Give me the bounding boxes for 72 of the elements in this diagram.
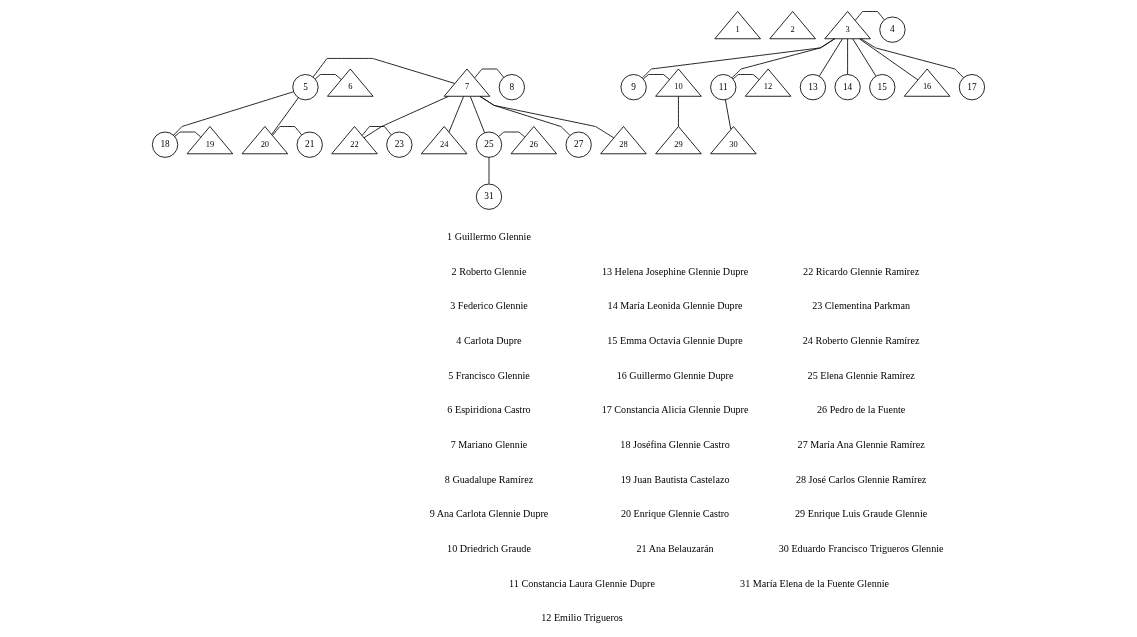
connector	[860, 38, 964, 79]
connector	[174, 131, 202, 138]
label: 27 María Ana Glennie Ramírez	[797, 438, 925, 450]
label: 17 Constancia Alicia Glennie Dupre	[601, 404, 749, 416]
connector	[819, 38, 843, 77]
connector	[479, 95, 615, 139]
label: 2 Roberto Glennie	[451, 265, 527, 277]
node-circle: 23	[386, 131, 413, 158]
connector	[469, 96, 485, 133]
label: 7 Mariano Glennie	[450, 438, 528, 450]
node-circle: 31	[475, 183, 503, 210]
connector	[854, 11, 885, 21]
connector	[725, 99, 732, 130]
label: 9 Ana Carlota Glennie Dupre	[429, 508, 549, 520]
label: 30 Eduardo Francisco Trigueros Glennie	[778, 543, 944, 555]
connector	[314, 74, 342, 80]
connector	[498, 131, 526, 138]
node-circle: 21	[296, 131, 323, 158]
connector	[272, 126, 302, 136]
label: 4 Carlota Dupre	[456, 334, 522, 346]
node-circle: 4	[879, 16, 906, 43]
connector	[643, 74, 670, 80]
node-circle: 13	[799, 74, 827, 101]
label: 16 Guillermo Glennie Dupre	[616, 369, 734, 381]
connector	[363, 95, 449, 139]
node-circle: 11	[710, 74, 737, 101]
node-circle: 5	[292, 74, 319, 101]
label: 8 Guadalupe Ramírez	[444, 473, 534, 485]
connector	[474, 68, 505, 79]
connector	[488, 157, 490, 185]
label: 10 Driedrich Graude	[447, 543, 531, 555]
node-circle: 9	[620, 74, 647, 101]
connector	[312, 58, 456, 84]
connector	[731, 38, 836, 79]
connector	[642, 38, 836, 79]
node-circle: 25	[475, 131, 503, 158]
connector	[361, 126, 392, 136]
label: 29 Enrique Luis Graude Glennie	[795, 508, 928, 520]
connector	[173, 91, 294, 136]
label: 1 Guillermo Glennie	[447, 230, 531, 242]
connector	[448, 96, 464, 133]
connector	[732, 74, 760, 80]
label: 31 María Elena de la Fuente Glennie	[740, 577, 890, 589]
label: 6 Espiridiona Castro	[447, 404, 531, 416]
label: 21 Ana Belauzarán	[636, 543, 714, 555]
label: 20 Enrique Glennie Castro	[620, 508, 730, 520]
label: 11 Constancia Laura Glennie Dupre	[509, 577, 655, 589]
node-circle: 18	[151, 131, 179, 158]
node-circle: 17	[958, 74, 986, 101]
connector	[852, 38, 877, 77]
node-circle: 8	[498, 74, 525, 101]
label: 28 José Carlos Glennie Ramírez	[795, 473, 927, 485]
label: 24 Roberto Glennie Ramírez	[802, 334, 920, 346]
connector	[678, 96, 679, 127]
label: 22 Ricardo Glennie Ramírez	[803, 265, 920, 277]
label: 3 Federico Glennie	[450, 300, 528, 312]
connector	[859, 38, 919, 81]
node-circle: 14	[834, 74, 861, 101]
label: 5 Francisco Glennie	[448, 369, 530, 381]
connector	[847, 38, 849, 75]
label: 15 Emma Octavia Glennie Dupre	[607, 334, 743, 346]
label: 18 Joséfina Glennie Castro	[620, 438, 730, 450]
label: 14 María Leonida Glennie Dupre	[607, 300, 743, 312]
node-circle: 15	[869, 74, 896, 101]
connector	[271, 97, 299, 135]
node-circle: 27	[565, 131, 592, 158]
label: 13 Helena Josephine Glennie Dupre	[601, 265, 749, 277]
label: 26 Pedro de la Fuente	[816, 404, 906, 416]
label: 19 Juan Bautista Castelazo	[620, 473, 730, 485]
label: 23 Clementina Parkman	[812, 300, 911, 312]
label: 12 Emilio Trigueros	[541, 612, 623, 624]
label: 25 Elena Glennie Ramírez	[807, 369, 915, 381]
